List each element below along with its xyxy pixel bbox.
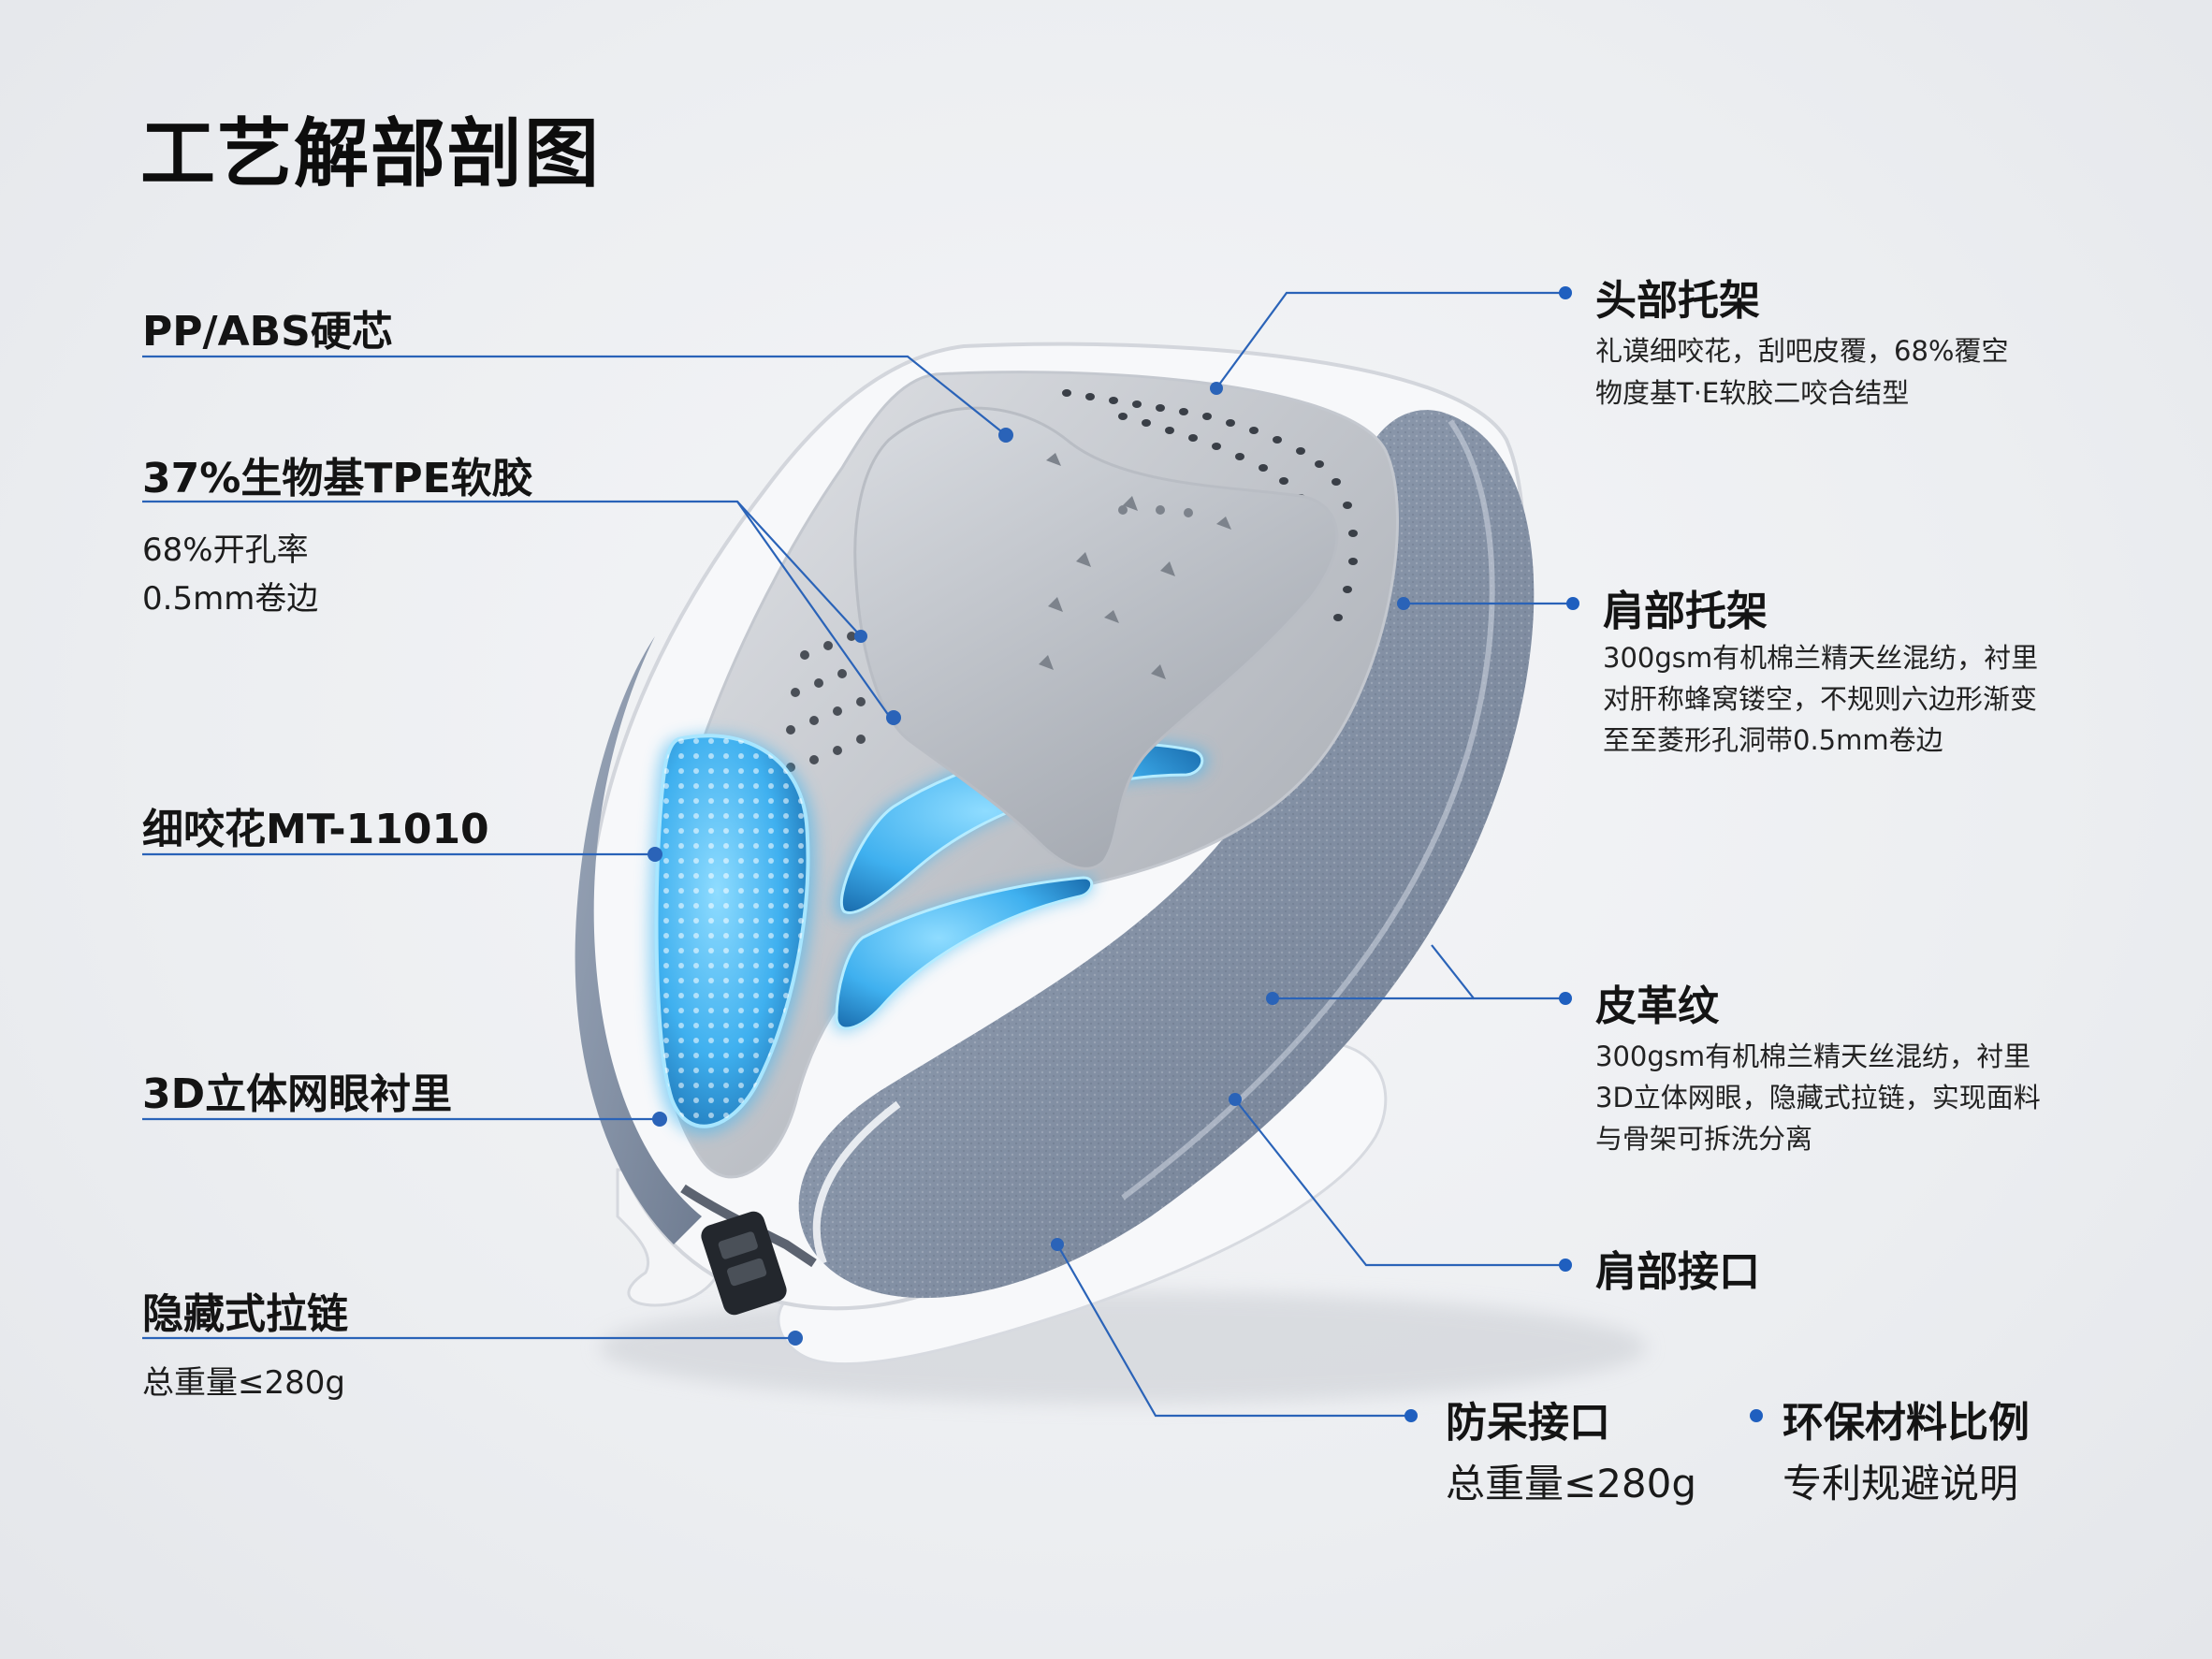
callout-foolproof-label: 防呆接口 xyxy=(1446,1399,1610,1447)
gel-lower xyxy=(835,876,1094,1030)
callout-shoulder-line-3: 至至菱形孔洞带0.5mm卷边 xyxy=(1603,724,1943,756)
leader-tpe-2 xyxy=(736,501,890,717)
leader-leather xyxy=(1431,944,1565,1000)
callout-foolproof-dot xyxy=(1404,1409,1418,1422)
leader-foolproof xyxy=(1056,1244,1411,1418)
gel-band-glow xyxy=(834,739,1208,920)
callout-shoulder-port-label: 肩部接口 xyxy=(1595,1248,1760,1296)
endpoint-3d-mesh xyxy=(652,1112,667,1127)
callout-tpe-line-1: 68%开孔率 xyxy=(142,531,309,569)
callout-eco-line-1: 专利规避说明 xyxy=(1783,1461,2019,1506)
callout-eco-label: 环保材料比例 xyxy=(1783,1399,2030,1447)
callout-head-dot xyxy=(1559,286,1572,299)
callout-leather-label: 皮革纹 xyxy=(1595,982,1719,1030)
callout-head-line-2: 物度基T·E软胶二咬合结型 xyxy=(1595,377,1910,409)
callout-leather-dot xyxy=(1559,992,1572,1005)
callout-mt-label: 细咬花MT-11010 xyxy=(142,806,489,853)
endpoint-foolproof xyxy=(1051,1238,1064,1251)
callout-foolproof-line-1: 总重量≤280g xyxy=(1446,1461,1697,1506)
zipper-buckle xyxy=(680,1184,817,1316)
page-title: 工艺解部剖图 xyxy=(140,110,601,197)
callout-head-line-1: 礼谟细咬花，刮吧皮覆，68%覆空 xyxy=(1595,335,2009,367)
endpoint-shoulder xyxy=(1397,597,1410,610)
callout-shoulder-label: 肩部托架 xyxy=(1603,588,1768,635)
fabric-left-arm xyxy=(575,636,702,1244)
endpoint-zipper xyxy=(788,1331,803,1346)
callout-shoulder-line-1: 300gsm有机棉兰精天丝混纺，衬里 xyxy=(1603,642,2039,674)
callout-tpe-line-2: 0.5mm卷边 xyxy=(142,580,319,618)
endpoint-leather xyxy=(1266,992,1279,1005)
callout-leather-line-2: 3D立体网眼，隐藏式拉链，实现面料 xyxy=(1595,1082,2041,1113)
callout-head-label: 头部托架 xyxy=(1595,277,1760,325)
callout-leather-line-1: 300gsm有机棉兰精天丝混纺，衬里 xyxy=(1595,1041,2031,1072)
leader-head xyxy=(1215,291,1565,389)
leader-lines xyxy=(142,291,1573,1418)
endpoint-tpe xyxy=(854,630,867,643)
callout-shoulder-port-dot xyxy=(1559,1259,1572,1272)
callout-3d-mesh-label: 3D立体网眼衬里 xyxy=(142,1070,453,1118)
leader-endpoints xyxy=(648,382,1410,1346)
callout-zipper-label: 隐藏式拉链 xyxy=(142,1290,348,1338)
callout-zipper-line-1: 总重量≤280g xyxy=(142,1364,345,1402)
endpoint-mt xyxy=(648,847,662,862)
callout-eco-dot xyxy=(1750,1409,1763,1422)
callout-shoulder-line-2: 对肝称蜂窝镂空，不规则六边形渐变 xyxy=(1603,683,2038,715)
callout-leather-line-3: 与骨架可拆洗分离 xyxy=(1595,1123,1813,1155)
endpoint-pp-abs xyxy=(998,428,1013,443)
endpoint-head xyxy=(1210,382,1223,395)
head-support-texture xyxy=(1039,453,1231,679)
endpoint-tpe-2 xyxy=(886,710,901,725)
vent-holes-left xyxy=(786,632,880,772)
head-support xyxy=(853,406,1339,870)
leader-shoulder-port xyxy=(1234,1099,1565,1267)
callout-tpe-label: 37%生物基TPE软胶 xyxy=(142,455,533,502)
leader-pp-abs xyxy=(142,355,1007,436)
callout-pp-abs-label: PP/ABS硬芯 xyxy=(142,308,393,356)
endpoint-shoulder-port xyxy=(1229,1093,1242,1106)
callout-shoulder-dot xyxy=(1566,597,1579,610)
